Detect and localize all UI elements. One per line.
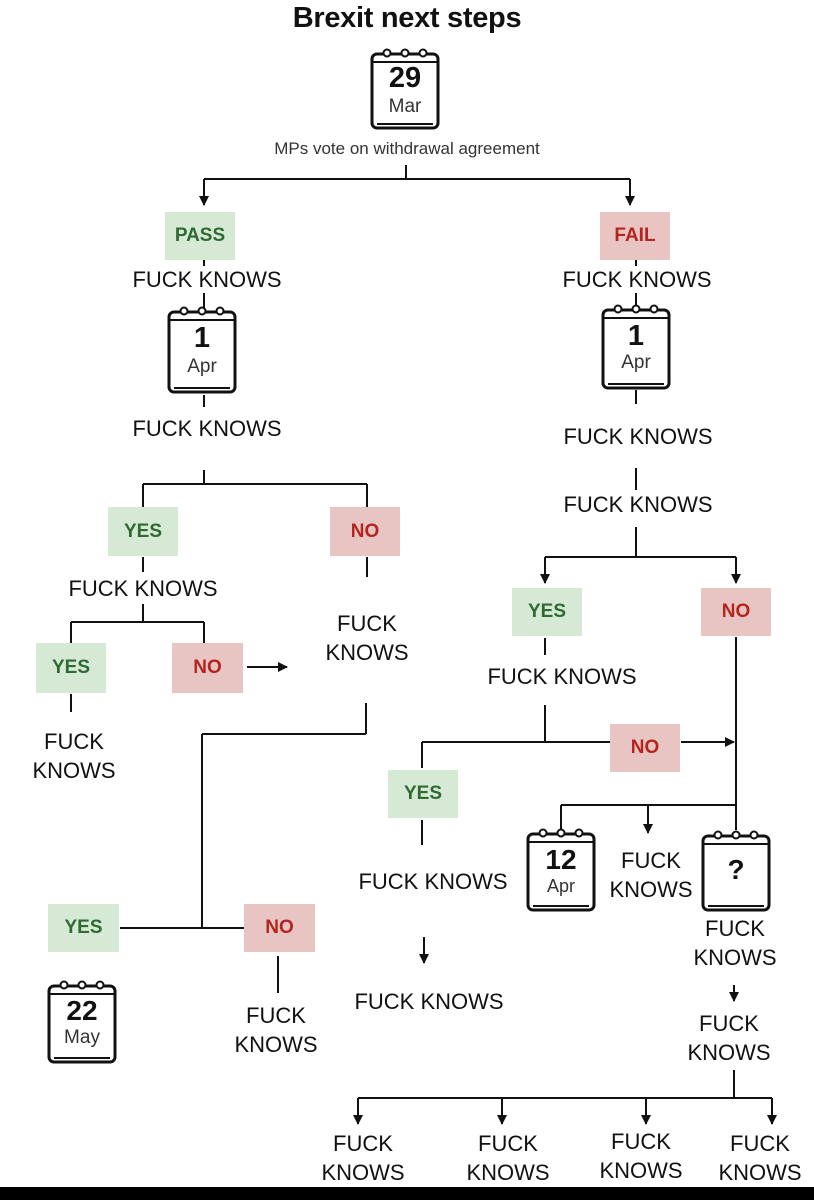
yes-badge: YES xyxy=(48,904,119,952)
yes-badge: YES xyxy=(512,588,582,636)
outcome-text: FUCK KNOWS xyxy=(563,424,713,449)
no-badge: NO xyxy=(330,507,400,556)
calendar-day: 1 xyxy=(627,320,645,352)
calendar-icon-12-apr: 12 Apr xyxy=(525,824,597,914)
yes-badge: YES xyxy=(36,643,106,693)
calendar-month: Apr xyxy=(621,352,651,373)
outcome-text: FUCK KNOWS xyxy=(132,267,282,292)
yes-badge: YES xyxy=(388,770,458,818)
no-badge: NO xyxy=(172,643,243,693)
calendar-icon-29-mar: 29 Mar xyxy=(369,44,441,132)
outcome-text: FUCK KNOWS xyxy=(68,576,218,601)
outcome-text: FUCK KNOWS xyxy=(718,1131,802,1185)
calendar-icon-22-may: 22 May xyxy=(46,976,118,1066)
outcome-text: FUCK KNOWS xyxy=(599,1129,683,1183)
outcome-text: FUCK KNOWS xyxy=(562,267,712,292)
calendar-month: Apr xyxy=(546,876,575,896)
calendar-day: 1 xyxy=(193,322,211,354)
outcome-text: FUCK KNOWS xyxy=(321,1131,405,1185)
no-badge: NO xyxy=(244,904,315,952)
outcome-text: FUCK KNOWS xyxy=(609,848,693,902)
calendar-month: Apr xyxy=(187,356,217,377)
no-badge: NO xyxy=(701,588,771,636)
diagram-title: Brexit next steps xyxy=(292,2,522,34)
yes-badge: YES xyxy=(108,507,178,556)
outcome-text: FUCK KNOWS xyxy=(563,492,713,517)
diagram-subtitle: MPs vote on withdrawal agreement xyxy=(274,139,540,158)
calendar-month: May xyxy=(64,1027,100,1048)
calendar-day: 12 xyxy=(545,844,577,875)
calendar-question-mark: ? xyxy=(727,854,745,885)
outcome-text: FUCK KNOWS xyxy=(693,916,777,970)
calendar-day: 29 xyxy=(388,62,422,94)
outcome-text: FUCK KNOWS xyxy=(487,664,637,689)
pass-badge: PASS xyxy=(165,212,235,260)
outcome-text: FUCK KNOWS xyxy=(466,1131,550,1185)
outcome-text: FUCK KNOWS xyxy=(132,416,282,441)
no-badge: NO xyxy=(610,724,680,772)
outcome-text: FUCK KNOWS xyxy=(325,611,409,665)
outcome-text: FUCK KNOWS xyxy=(32,729,116,783)
calendar-icon-question: ? xyxy=(700,826,772,914)
outcome-text: FUCK KNOWS xyxy=(234,1003,318,1057)
calendar-icon-1-apr-left: 1 Apr xyxy=(166,302,238,396)
bottom-border xyxy=(0,1187,814,1200)
outcome-text: FUCK KNOWS xyxy=(358,869,508,894)
calendar-day: 22 xyxy=(66,995,98,1026)
outcome-text: FUCK KNOWS xyxy=(354,989,504,1014)
outcome-text: FUCK KNOWS xyxy=(687,1011,771,1065)
calendar-month: Mar xyxy=(388,96,422,117)
fail-badge: FAIL xyxy=(600,212,670,260)
calendar-icon-1-apr-right: 1 Apr xyxy=(600,300,672,392)
